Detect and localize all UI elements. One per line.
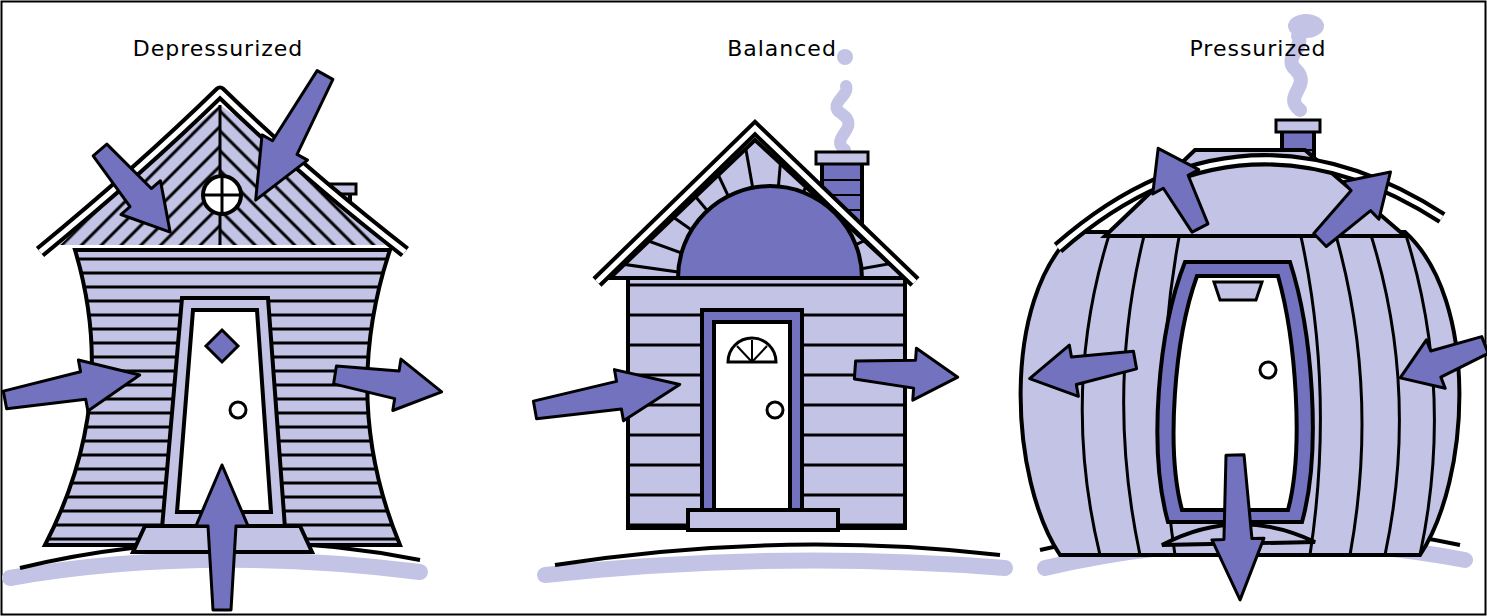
- house-label: Pressurized: [1189, 36, 1326, 61]
- depressurized-house: [0, 62, 445, 610]
- balanced-house: [530, 49, 1005, 575]
- house-label: Depressurized: [133, 36, 304, 61]
- house-label: Balanced: [727, 36, 837, 61]
- pressurized-house: [1021, 14, 1487, 601]
